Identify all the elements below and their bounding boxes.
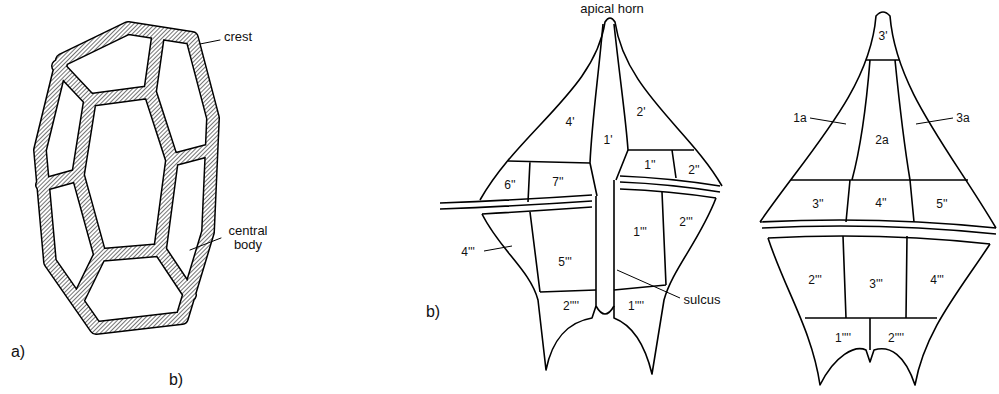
plate-suture [805,236,937,350]
plate-label: 2'''' [887,332,905,345]
sulcus-groove [596,180,614,314]
panel-letter: b) [425,304,441,321]
plate-label: 1'''' [627,300,645,313]
plate-label: 2a [874,134,889,147]
plate-label: 2'' [687,164,700,177]
plate-label: 2'''' [562,300,580,313]
leader-line [810,118,846,124]
plate-label: 5'' [935,198,948,211]
leader-line [200,40,220,44]
plate-label: 3a [955,112,970,125]
plate-label: 1a [792,112,807,125]
leader-line [916,118,953,124]
epitheca-outline [480,18,722,200]
leader-line [617,270,680,298]
cingulum [760,220,996,244]
plate-label: 4''' [460,246,476,259]
crest-band [40,28,213,328]
plate-label: 1''' [632,226,648,239]
leader-line [190,238,221,250]
plate-suture [530,192,666,292]
crest-edge [40,28,213,328]
part-label: sulcus [683,293,722,307]
plate-suture [614,24,628,180]
cyst-figure [40,28,221,328]
plate-label: 4''' [929,274,945,287]
plate-label: 2''' [807,274,823,287]
plate-label: 3'' [811,198,824,211]
plate-label: 5''' [557,256,573,269]
part-label: apical horn [579,2,645,16]
theca-ventral [440,18,722,374]
part-label: crest [223,30,253,44]
panel-letter: b) [168,372,184,389]
plate-label: 6'' [503,179,516,192]
epitheca-outline [760,12,996,228]
leader-line [484,246,512,251]
cingulum [620,176,720,198]
plate-label: 2' [636,106,647,119]
hypotheca-outline [482,214,596,370]
hypotheca-outline [768,238,990,385]
plate-label: 1' [603,134,614,147]
plate-label: 7'' [551,176,564,189]
panel-letter: a) [10,344,26,361]
plate-suture [590,24,603,196]
plate-suture [508,150,694,202]
plate-label: 1'' [643,159,656,172]
plate-suture [791,60,968,222]
plate-label: 1'''' [834,332,852,345]
plate-label: 4'' [874,197,887,210]
plate-label: 4' [565,116,576,129]
plate-label: 3' [878,30,889,43]
hypotheca-outline [614,198,716,374]
theca-dorsal [760,12,996,385]
plate-label: 2''' [678,216,694,229]
cingulum [440,195,592,214]
part-label: central body [223,224,273,251]
plate-label: 3''' [868,278,884,291]
